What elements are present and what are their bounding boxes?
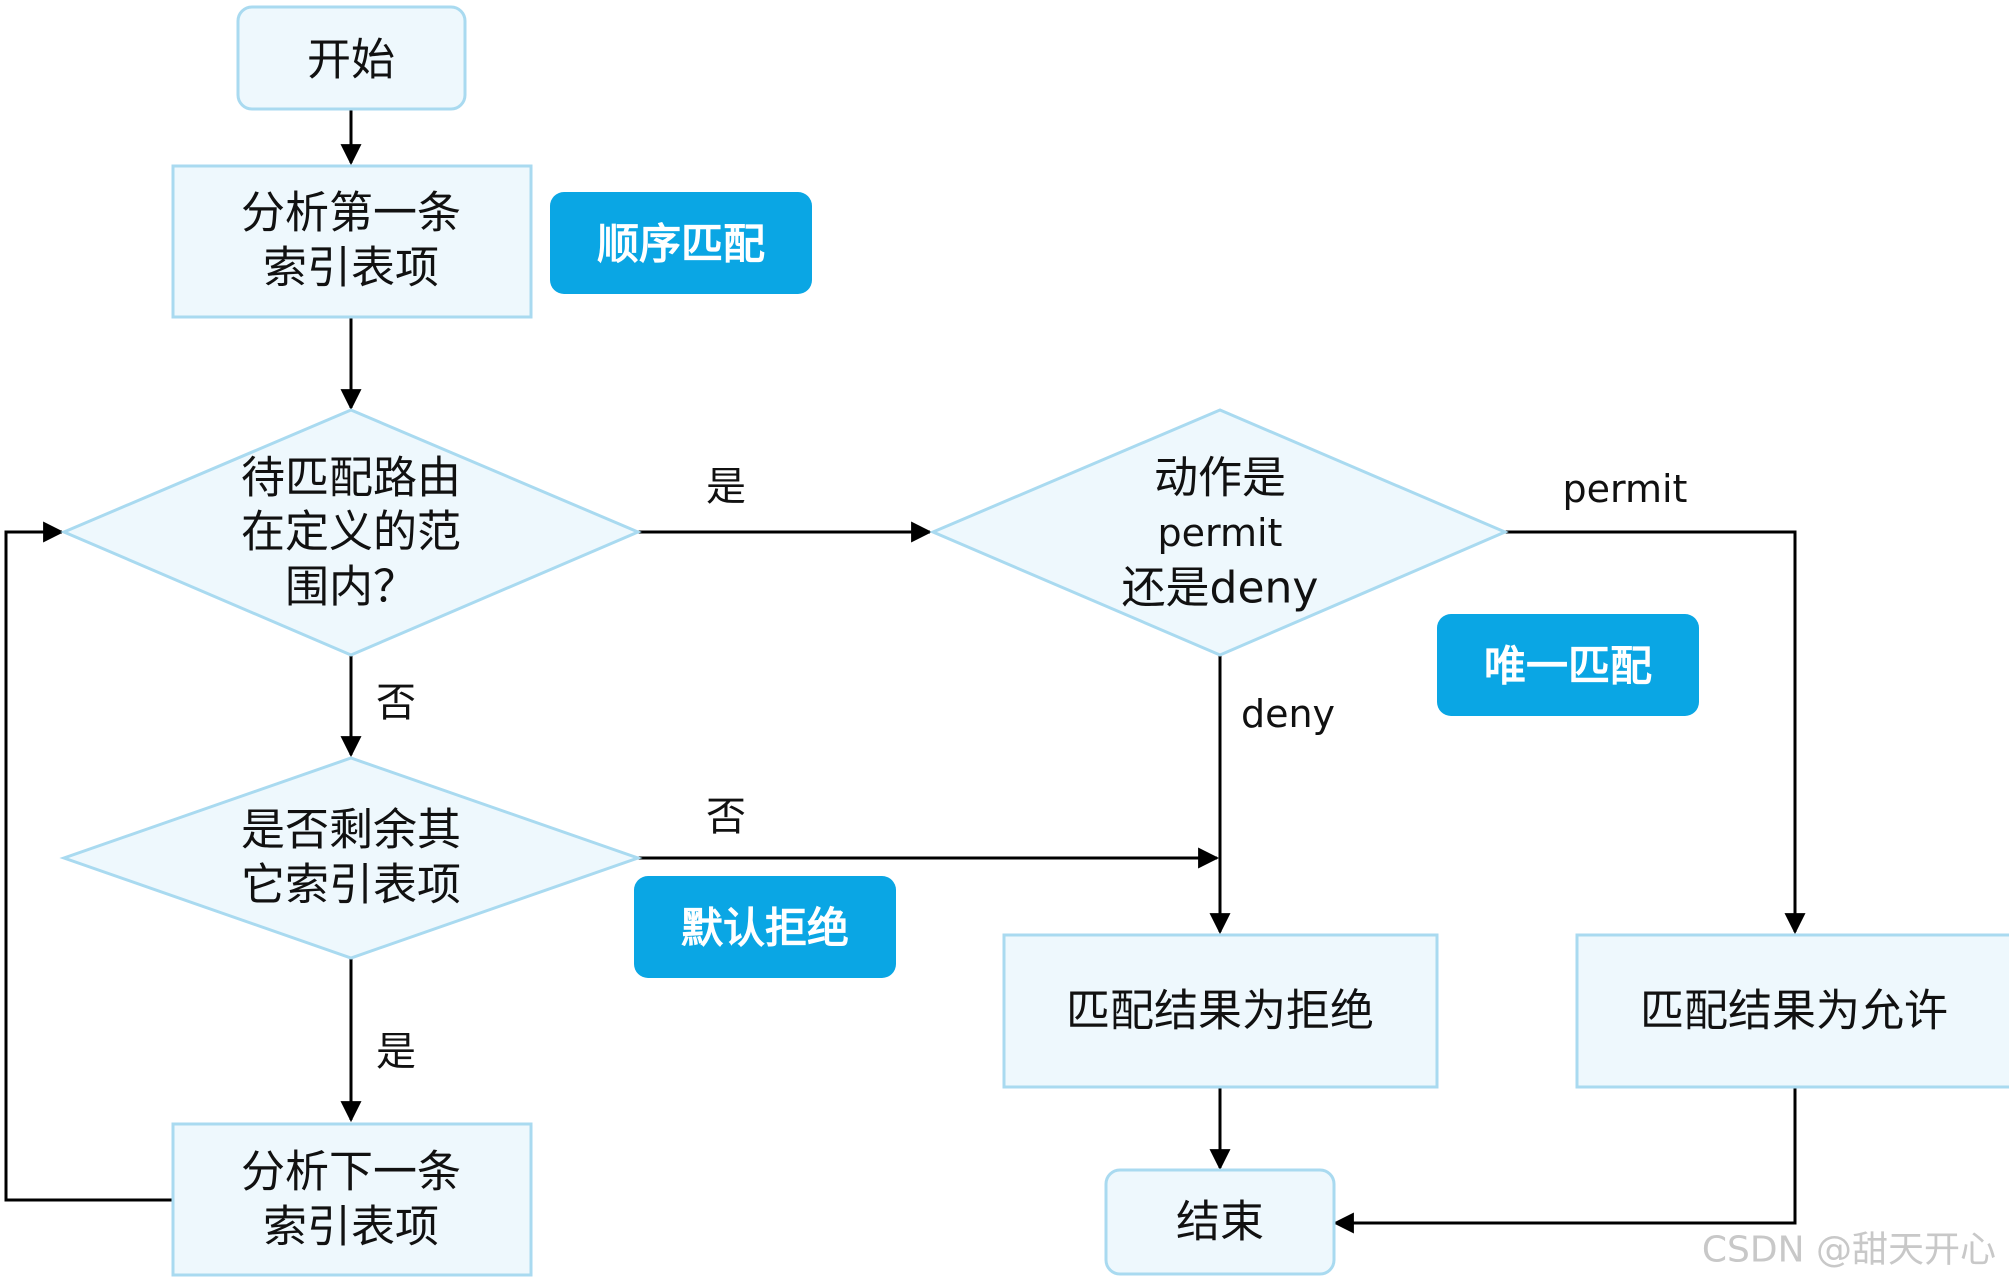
edge-label-remaining-yes: 是 — [376, 1029, 416, 1075]
edge-label-action-permit: permit — [1563, 467, 1688, 511]
edge-result-permit-to-end — [1332, 1088, 1797, 1234]
analyze-first-node — [171, 164, 533, 319]
end-node — [1104, 1168, 1336, 1276]
action-label-line1: 动作是 — [1154, 453, 1286, 504]
badge-sequential — [550, 192, 812, 294]
result-deny-label: 匹配结果为拒绝 — [1066, 986, 1374, 1037]
remaining-label-line2: 它索引表项 — [241, 860, 461, 911]
badge-unique-label: 唯一匹配 — [1484, 642, 1652, 691]
in-range-label-line2: 在定义的范 — [241, 507, 461, 558]
badge-sequential-label: 顺序匹配 — [597, 220, 765, 269]
action-label-line3: 还是deny — [1122, 563, 1319, 614]
edge-label-remaining-no: 否 — [706, 794, 746, 840]
node-labels: 开始 分析第一条 索引表项 待匹配路由 在定义的范 围内？ 动作是 permit… — [241, 35, 1948, 1253]
analyze-first-label-line2: 索引表项 — [263, 243, 439, 294]
action-label-line2: permit — [1158, 511, 1283, 555]
badge-default-deny — [634, 876, 896, 978]
remaining-decision — [59, 756, 643, 960]
action-decision — [929, 408, 1509, 657]
result-deny-node — [1002, 933, 1439, 1089]
edge-action-permit-to-result-permit — [1505, 530, 1806, 935]
watermark: CSDN @甜天开心 — [1702, 1230, 1996, 1271]
start-node — [236, 5, 467, 111]
badge-unique — [1437, 614, 1699, 716]
edge-label-action-deny: deny — [1241, 692, 1335, 736]
in-range-label-line3: 围内？ — [285, 562, 417, 613]
analyze-next-label-line1: 分析下一条 — [241, 1147, 461, 1198]
nodes — [59, 5, 2009, 1277]
edge-analyze-next-loop-back — [4, 521, 172, 1202]
remaining-label-line1: 是否剩余其 — [241, 805, 461, 856]
badges: 顺序匹配 唯一匹配 默认拒绝 — [550, 192, 1699, 978]
result-permit-label: 匹配结果为允许 — [1640, 986, 1948, 1037]
end-label: 结束 — [1176, 1197, 1264, 1248]
edge-label-in-range-yes: 是 — [706, 464, 746, 510]
edge-labels: 是 否 否 是 permit deny — [376, 464, 1687, 1075]
analyze-next-label-line2: 索引表项 — [263, 1202, 439, 1253]
analyze-first-label-line1: 分析第一条 — [241, 188, 461, 239]
edge-label-in-range-no: 否 — [376, 680, 416, 726]
in-range-label-line1: 待匹配路由 — [241, 453, 461, 504]
in-range-decision — [60, 408, 642, 657]
start-label: 开始 — [307, 35, 395, 86]
connectors — [4, 110, 1806, 1234]
badge-default-deny-label: 默认拒绝 — [681, 904, 849, 953]
result-permit-node — [1575, 933, 2009, 1089]
analyze-next-node — [171, 1122, 533, 1277]
